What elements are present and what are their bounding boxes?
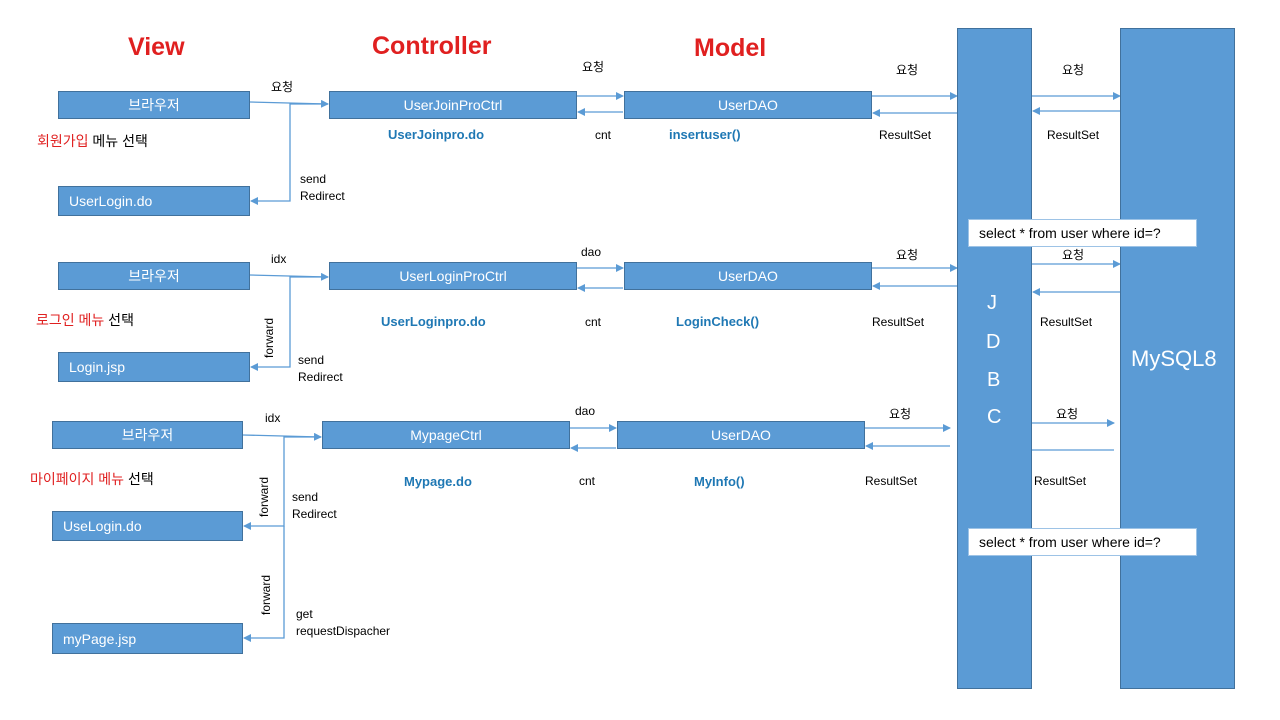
- dao-box-2: UserDAO: [624, 262, 872, 290]
- dispatch-target-box-3: myPage.jsp: [52, 623, 243, 654]
- jdbc-box: [957, 28, 1032, 689]
- dispatch-forward-label-3: forward: [259, 574, 273, 615]
- arrow-dispatch-3: [243, 526, 285, 642]
- jdbc-request-label-3: 요청: [1056, 407, 1079, 421]
- controller-do-3: Mypage.do: [404, 474, 472, 489]
- view-title: View: [128, 33, 185, 61]
- ctrl-request-label-1: 요청: [582, 60, 605, 74]
- controller-box-3: MypageCtrl: [322, 421, 570, 449]
- controller-box-2: UserLoginProCtrl: [329, 262, 577, 290]
- ctrl-request-label-3: dao: [575, 404, 596, 418]
- dao-return-label-1: cnt: [595, 128, 612, 142]
- jdbc-letter-d: D: [986, 331, 1001, 353]
- dao-method-3: MyInfo(): [694, 474, 745, 489]
- menu-select-1: 회원가입 메뉴 선택: [37, 133, 148, 149]
- jdbc-letter-j: J: [987, 292, 997, 314]
- browser-box-3: 브라우저: [52, 421, 243, 449]
- dao-method-1: insertuser(): [669, 127, 741, 142]
- dao-request-label-1: 요청: [896, 63, 919, 77]
- controller-title: Controller: [372, 32, 492, 60]
- dao-request-label-3: 요청: [889, 407, 912, 421]
- forward-label-2: forward: [262, 317, 276, 358]
- arrow-redirect-2: [250, 276, 328, 371]
- forward-label-3: forward: [257, 476, 271, 517]
- dao-box-3: UserDAO: [617, 421, 865, 449]
- dao-return-label-3: cnt: [579, 474, 596, 488]
- db-return-label-3: ResultSet: [1034, 474, 1087, 488]
- controller-box-1: UserJoinProCtrl: [329, 91, 577, 119]
- sql-query-box-1: select * from user where id=?: [968, 219, 1197, 247]
- db-return-label-1: ResultSet: [1047, 128, 1100, 142]
- sql-query-box-2: select * from user where id=?: [968, 528, 1197, 556]
- mysql-box: [1120, 28, 1235, 689]
- menu-select-3: 마이페이지 메뉴 선택: [30, 471, 154, 487]
- jdbc-return-label-2: ResultSet: [872, 315, 925, 329]
- browser-box-1: 브라우저: [58, 91, 250, 119]
- jdbc-request-label-1: 요청: [1062, 63, 1085, 77]
- db-return-label-2: ResultSet: [1040, 315, 1093, 329]
- browser-request-label-1: 요청: [271, 80, 294, 94]
- arrow-redirect-3: [243, 436, 321, 530]
- redirect-target-box-3: UseLogin.do: [52, 511, 243, 541]
- dao-box-1: UserDAO: [624, 91, 872, 119]
- dao-request-label-2: 요청: [896, 248, 919, 262]
- controller-do-2: UserLoginpro.do: [381, 314, 486, 329]
- ctrl-request-label-2: dao: [581, 245, 602, 259]
- redirect-target-box-1: UserLogin.do: [58, 186, 250, 216]
- jdbc-return-label-3: ResultSet: [865, 474, 918, 488]
- jdbc-request-label-2: 요청: [1062, 248, 1085, 262]
- browser-request-label-2: idx: [271, 252, 287, 266]
- jdbc-return-label-1: ResultSet: [879, 128, 932, 142]
- dao-return-label-2: cnt: [585, 315, 602, 329]
- browser-request-label-3: idx: [265, 411, 281, 425]
- jdbc-letter-b: B: [987, 369, 1001, 391]
- jdbc-letter-c: C: [987, 406, 1002, 428]
- redirect-target-box-2: Login.jsp: [58, 352, 250, 382]
- menu-select-2: 로그인 메뉴 선택: [36, 312, 134, 328]
- dao-method-2: LoginCheck(): [676, 314, 760, 329]
- browser-box-2: 브라우저: [58, 262, 250, 290]
- mysql-label: MySQL8: [1131, 346, 1217, 371]
- controller-do-1: UserJoinpro.do: [388, 127, 485, 142]
- model-title: Model: [694, 34, 767, 62]
- arrow-redirect-1: [250, 103, 328, 205]
